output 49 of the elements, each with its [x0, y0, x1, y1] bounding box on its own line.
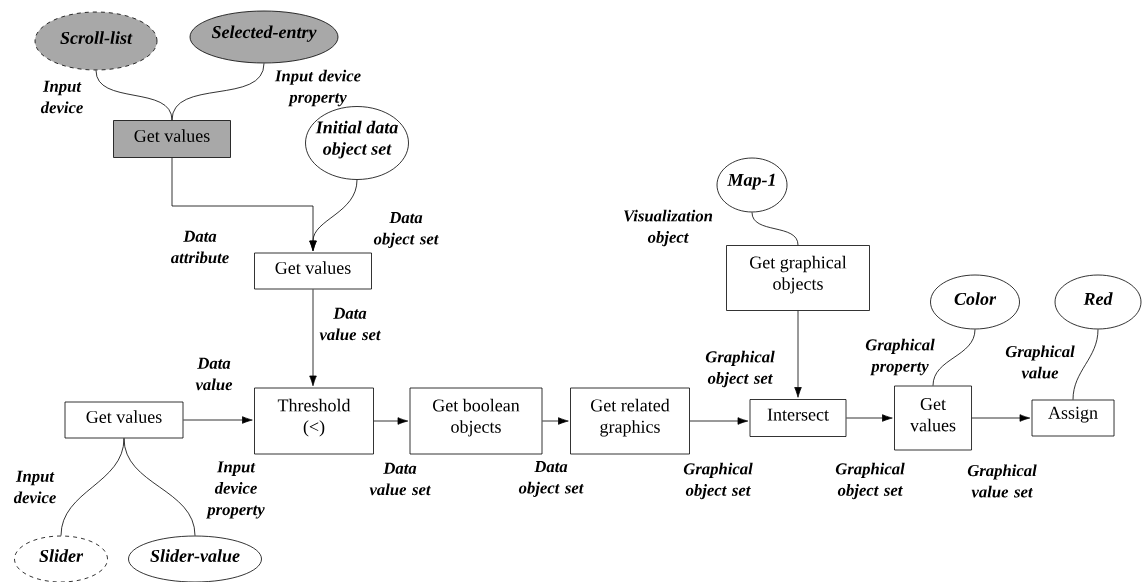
arrow [794, 310, 802, 398]
process-box: Threshold (<) [254, 387, 374, 455]
process-box: Get boolean objects [409, 387, 543, 455]
process-box: Get values [113, 120, 231, 158]
edge-label: Graphical object set [683, 462, 753, 500]
process-box: Intersect [749, 399, 847, 437]
arrow [971, 414, 1031, 422]
arrow [689, 417, 749, 425]
edge-label: Visualization object [624, 209, 713, 247]
edge-label: Data attribute [171, 230, 229, 264]
connector-line [1072, 329, 1099, 400]
connector-line [751, 212, 799, 246]
edge-label: Data value [195, 357, 233, 391]
process-box: Assign [1031, 399, 1115, 437]
connector-line [60, 438, 125, 536]
edge-label: Graphical object set [835, 462, 905, 500]
process-box: Get related graphics [570, 387, 690, 455]
edge-label: Graphical property [865, 338, 935, 376]
ellipse-node: Scroll-list [34, 11, 158, 71]
edge-label: Graphical value set [967, 464, 1037, 498]
ellipse-node: Red [1054, 274, 1142, 330]
connector-line [171, 63, 265, 121]
connector-line [123, 438, 196, 536]
edge-label: Input device property [274, 69, 361, 107]
edge-label: Graphical object set [705, 350, 775, 388]
connector-line [95, 70, 173, 121]
arrow [309, 179, 358, 252]
arrow [846, 414, 893, 422]
process-box: Get values [894, 385, 972, 451]
edge-label: Data value set [319, 307, 381, 341]
edge-label: Data object set [373, 212, 439, 248]
process-box: Get values [254, 252, 372, 290]
arrow [542, 417, 569, 425]
process-box: Get graphical objects [726, 245, 870, 311]
ellipse-node: Selected-entry [189, 10, 339, 64]
ellipse-node: Initial data object set [305, 106, 409, 180]
edge-label: Input device [40, 80, 83, 114]
edge-label: Data value set [369, 462, 431, 496]
arrow [309, 289, 317, 387]
edge-label: Input device [13, 470, 56, 504]
edge-label: Input device property [206, 461, 265, 519]
edge-label: Data object set [518, 461, 584, 497]
arrow [373, 417, 409, 425]
ellipse-node: Color [930, 274, 1020, 330]
connector-line [932, 329, 976, 386]
process-box: Get values [64, 401, 184, 439]
ellipse-node: Map-1 [716, 157, 788, 213]
arrow [183, 416, 253, 424]
edge-label: Graphical value [1005, 345, 1075, 379]
